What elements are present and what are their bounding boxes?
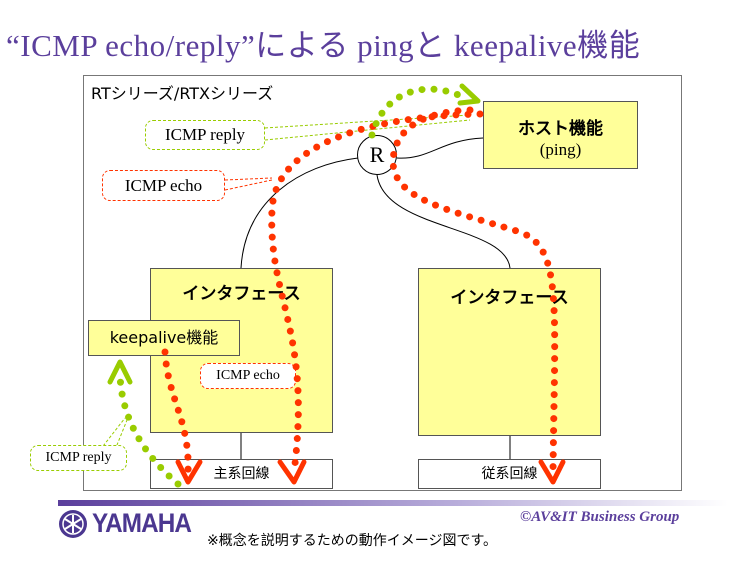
reply-flow-keepalive: [116, 371, 182, 488]
yamaha-logo: YAMAHA: [58, 508, 202, 539]
echo-flow-primary: [268, 110, 484, 476]
echo-flow-secondary: [389, 106, 559, 476]
host-subtitle: (ping): [539, 140, 582, 159]
arrowhead-icon: [175, 459, 203, 485]
footnote: ※概念を説明するための動作イメージ図です。: [207, 533, 498, 549]
footer-divider: [58, 500, 728, 506]
icmp-reply-callout-top: ICMP reply: [145, 120, 265, 150]
arrowhead-icon: [457, 83, 481, 106]
secondary-line-box: 従系回線: [418, 459, 601, 489]
icmp-echo-callout-top: ICMP echo: [102, 170, 225, 201]
arrowhead-icon: [107, 359, 133, 385]
echo-flow-keepalive: [161, 348, 192, 476]
tuning-fork-emblem-icon: [59, 509, 87, 538]
left-interface-label: インタフェース: [182, 284, 301, 304]
icmp-reply-callout-bottom: ICMP reply: [30, 445, 127, 471]
logo-text: YAMAHA: [92, 508, 192, 538]
host-title: ホスト機能: [518, 119, 603, 139]
router-frame: [83, 75, 682, 491]
right-interface-label: インタフェース: [450, 288, 569, 308]
icmp-echo-callout-bottom: ICMP echo: [200, 363, 296, 389]
arrowhead-icon: [538, 459, 566, 485]
right-interface-box: インタフェース: [418, 268, 601, 436]
reply-flow-host: [368, 85, 469, 139]
host-function-box: ホスト機能 (ping): [483, 101, 638, 169]
series-label: RTシリーズ/RTXシリーズ: [91, 84, 274, 103]
copyright: ©AV&IT Business Group: [520, 509, 680, 525]
arrowhead-icon: [277, 459, 307, 485]
slide-title: “ICMP echo/reply”による pingと keepalive機能: [6, 28, 641, 63]
